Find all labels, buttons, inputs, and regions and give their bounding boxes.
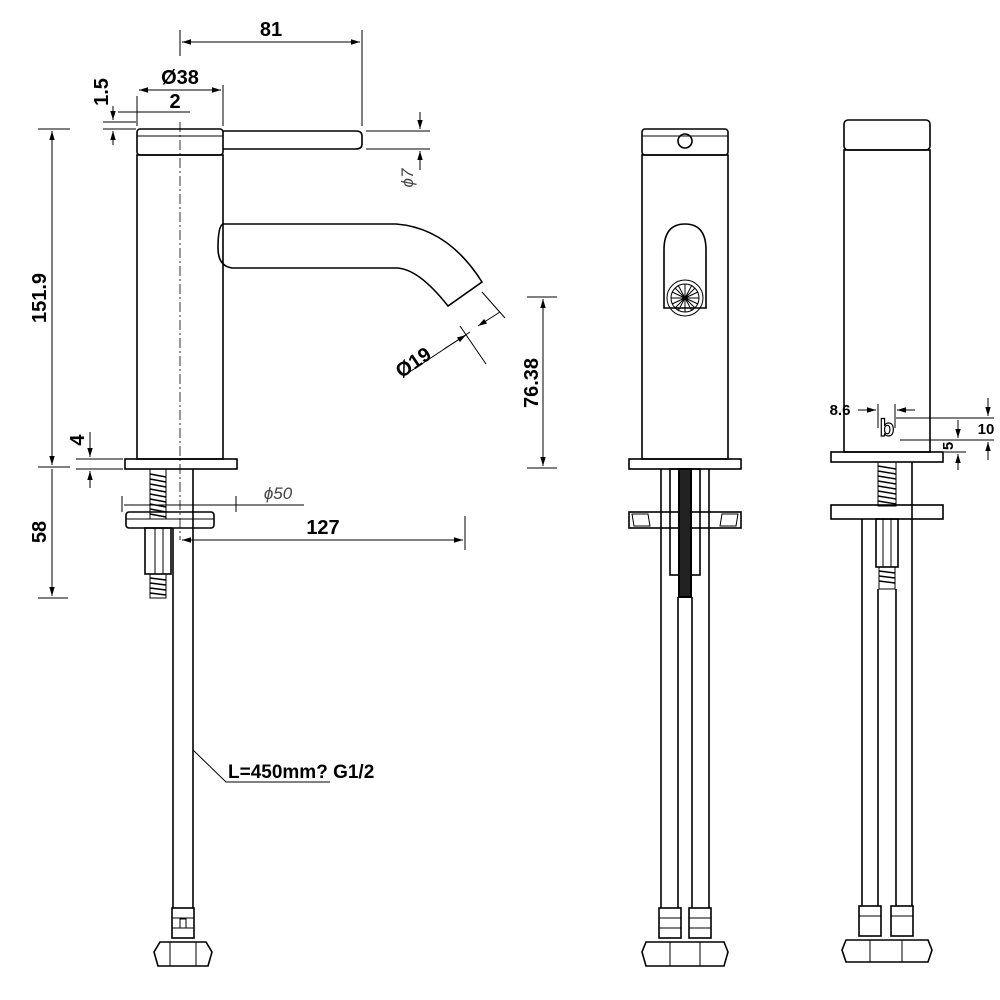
lever-handle — [223, 130, 363, 150]
front-hose-fittings — [641, 907, 729, 967]
dim-logo-height: 10 — [978, 421, 995, 438]
rear-base-plate — [830, 451, 944, 463]
mounting-washer — [125, 511, 215, 529]
base-plate — [124, 458, 238, 470]
brand-logo-b: b — [880, 415, 895, 442]
dim-spout-diameter: Ø19 — [392, 343, 436, 382]
dim-cap-offset: 2 — [169, 91, 180, 113]
dim-base-diameter: ϕ50 — [264, 484, 293, 503]
rear-body — [843, 149, 931, 453]
dim-max-deck-thickness: 127 — [306, 517, 339, 539]
spout — [217, 223, 484, 308]
dim-body-diameter: Ø38 — [161, 67, 199, 89]
dim-spout-height: 76.38 — [521, 358, 543, 408]
dim-logo-offset: 8.6 — [830, 402, 851, 419]
rear-hose-fittings — [841, 905, 933, 963]
front-view — [628, 128, 742, 967]
hose-note: L=450mm? G1/2 — [228, 762, 374, 783]
side-view: 81 Ø38 2 1.5 ϕ7 151.9 4 5 — [29, 19, 557, 967]
dim-lever-diameter: ϕ7 — [398, 168, 417, 187]
dim-shank-length: 58 — [29, 521, 51, 543]
dim-logo-bottom-gap: 5 — [940, 442, 957, 450]
front-base-plate — [628, 458, 742, 470]
spout-opening — [663, 223, 707, 309]
rear-cap — [843, 119, 931, 151]
rear-nut — [875, 518, 899, 568]
front-cap — [641, 128, 729, 156]
rear-washer — [830, 504, 944, 520]
aerator — [666, 279, 704, 317]
mounting-nut — [144, 527, 172, 575]
dim-overall-width: 81 — [260, 19, 282, 41]
rear-view: b 8.6 10 — [830, 119, 995, 963]
dim-total-height: 151.9 — [29, 273, 51, 323]
front-threaded-stud — [678, 468, 692, 598]
dim-cap-gap: 1.5 — [91, 78, 113, 106]
dim-base-thickness: 4 — [67, 434, 89, 446]
lever-hole — [677, 133, 693, 149]
hose-fitting — [153, 907, 213, 967]
